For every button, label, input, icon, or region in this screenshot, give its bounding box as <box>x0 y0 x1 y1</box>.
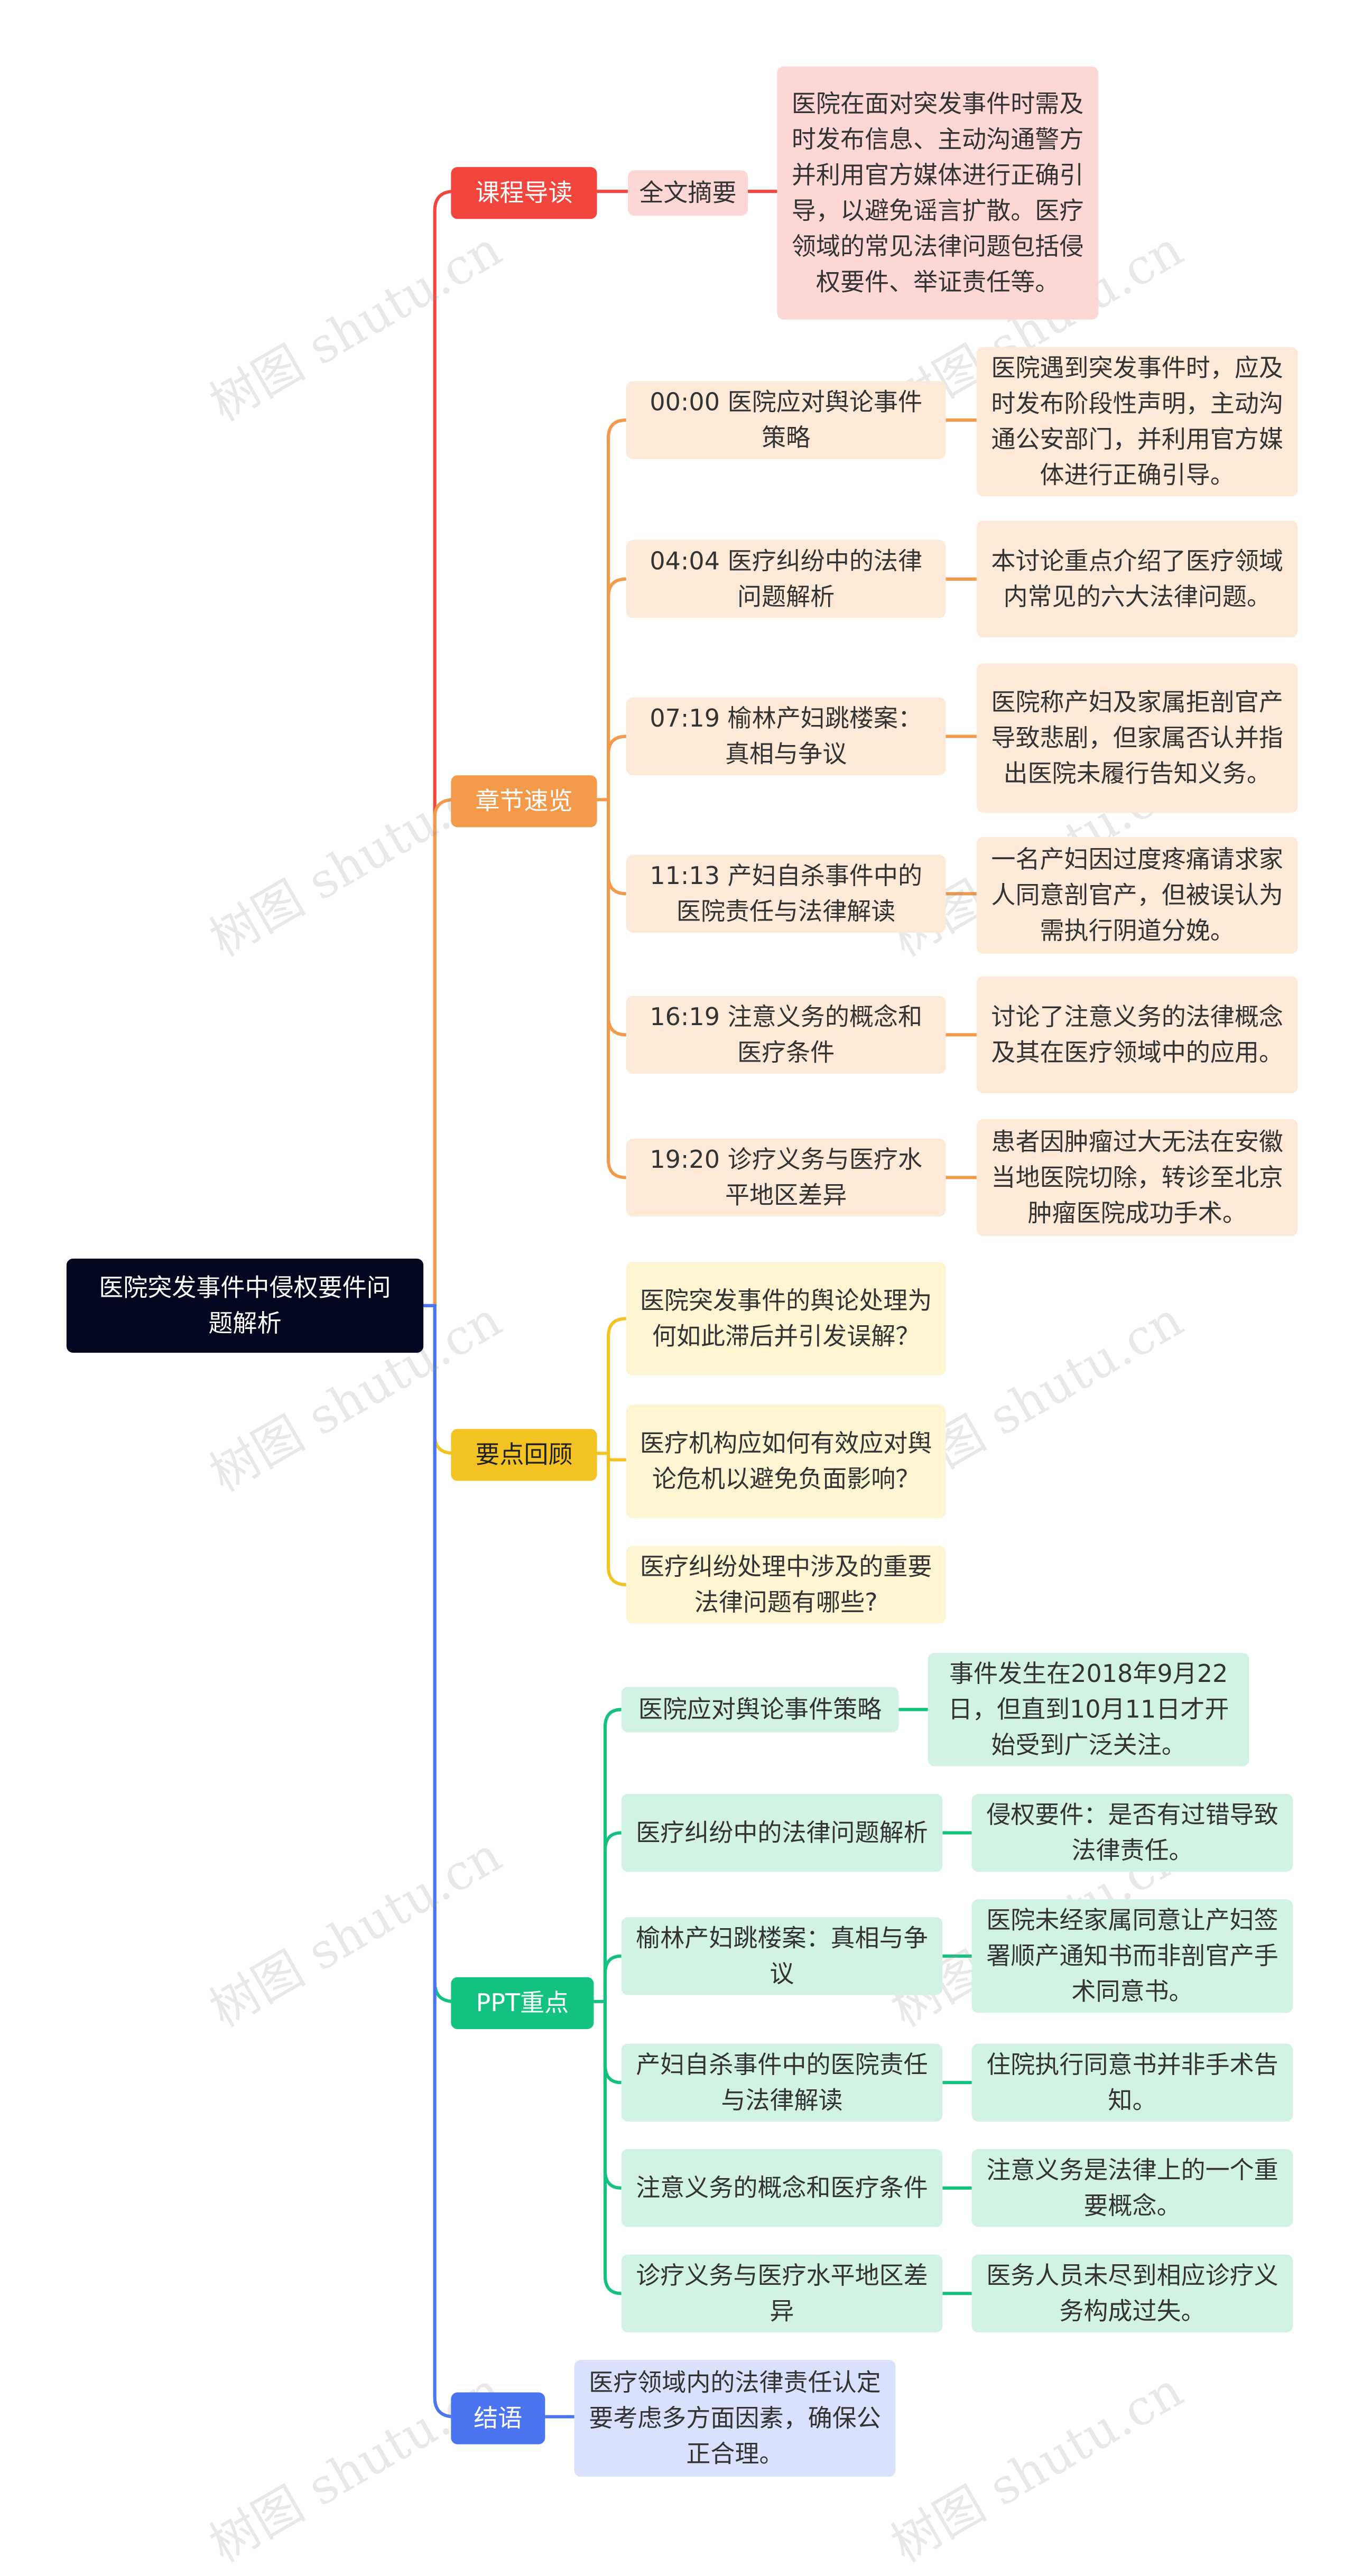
chapter-item[interactable]: 19:20 诊疗义务与医疗水平地区差异 <box>626 1138 946 1217</box>
chapter-detail[interactable]: 患者因肿瘤过大无法在安徽当地医院切除，转诊至北京肿瘤医院成功手术。 <box>976 1119 1298 1236</box>
chapter-detail[interactable]: 医院称产妇及家属拒剖官产导致悲剧，但家属否认并指出医院未履行告知义务。 <box>976 663 1298 813</box>
chapter-item[interactable]: 16:19 注意义务的概念和医疗条件 <box>626 996 946 1074</box>
chapter-item[interactable]: 04:04 医疗纠纷中的法律问题解析 <box>626 540 946 618</box>
chapter-detail[interactable]: 一名产妇因过度疼痛请求家人同意剖官产，但被误认为需执行阴道分娩。 <box>976 836 1298 954</box>
mind-map: 树图 shutu.cn 树图 shutu.cn 树图 shutu.cn 树图 s… <box>66 66 1298 2574</box>
connector-lines <box>423 190 977 2419</box>
ppt-item[interactable]: 榆林产妇跳楼案：真相与争议 <box>621 1917 943 1995</box>
branch-intro[interactable]: 课程导读 <box>451 167 597 219</box>
ppt-item[interactable]: 诊疗义务与医疗水平地区差异 <box>621 2254 943 2332</box>
branch-conclusion[interactable]: 结语 <box>451 2392 545 2444</box>
chapter-item[interactable]: 11:13 产妇自杀事件中的医院责任与法律解读 <box>626 854 946 933</box>
ppt-detail[interactable]: 事件发生在2018年9月22日，但直到10月11日才开始受到广泛关注。 <box>928 1652 1249 1766</box>
review-question[interactable]: 医疗纠纷处理中涉及的重要法律问题有哪些? <box>626 1546 946 1624</box>
chapter-detail[interactable]: 讨论了注意义务的法律概念及其在医疗领域中的应用。 <box>976 976 1298 1093</box>
branch-ppt[interactable]: PPT重点 <box>451 1977 594 2029</box>
ppt-detail[interactable]: 住院执行同意书并非手术告知。 <box>971 2043 1293 2122</box>
chapter-detail[interactable]: 医院遇到突发事件时，应及时发布阶段性声明，主动沟通公安部门，并利用官方媒体进行正… <box>976 347 1298 497</box>
chapter-detail[interactable]: 本讨论重点介绍了医疗领域内常见的六大法律问题。 <box>976 520 1298 638</box>
ppt-item[interactable]: 产妇自杀事件中的医院责任与法律解读 <box>621 2043 943 2122</box>
ppt-item[interactable]: 注意义务的概念和医疗条件 <box>621 2149 943 2227</box>
chapter-item[interactable]: 07:19 榆林产妇跳楼案：真相与争议 <box>626 697 946 776</box>
intro-summary-node[interactable]: 全文摘要 <box>627 170 748 216</box>
ppt-detail[interactable]: 注意义务是法律上的一个重要概念。 <box>971 2149 1293 2227</box>
branch-review[interactable]: 要点回顾 <box>451 1429 597 1481</box>
review-question[interactable]: 医院突发事件的舆论处理为何如此滞后并引发误解？ <box>626 1262 946 1375</box>
intro-summary-detail[interactable]: 医院在面对突发事件时需及时发布信息、主动沟通警方并利用官方媒体进行正确引导，以避… <box>777 66 1099 320</box>
conclusion-text[interactable]: 医疗领域内的法律责任认定要考虑多方面因素，确保公正合理。 <box>574 2360 896 2477</box>
ppt-detail[interactable]: 医院未经家属同意让产妇签署顺产通知书而非剖官产手术同意书。 <box>971 1899 1293 2013</box>
chapter-item[interactable]: 00:00 医院应对舆论事件策略 <box>626 381 946 459</box>
branch-chapters[interactable]: 章节速览 <box>451 775 597 827</box>
ppt-detail[interactable]: 医务人员未尽到相应诊疗义务构成过失。 <box>971 2254 1293 2332</box>
ppt-item[interactable]: 医疗纠纷中的法律问题解析 <box>621 1793 943 1872</box>
ppt-item[interactable]: 医院应对舆论事件策略 <box>621 1687 899 1733</box>
ppt-detail[interactable]: 侵权要件：是否有过错导致法律责任。 <box>971 1793 1293 1872</box>
root-topic[interactable]: 医院突发事件中侵权要件问题解析 <box>66 1258 424 1353</box>
review-question[interactable]: 医疗机构应如何有效应对舆论危机以避免负面影响？ <box>626 1405 946 1519</box>
